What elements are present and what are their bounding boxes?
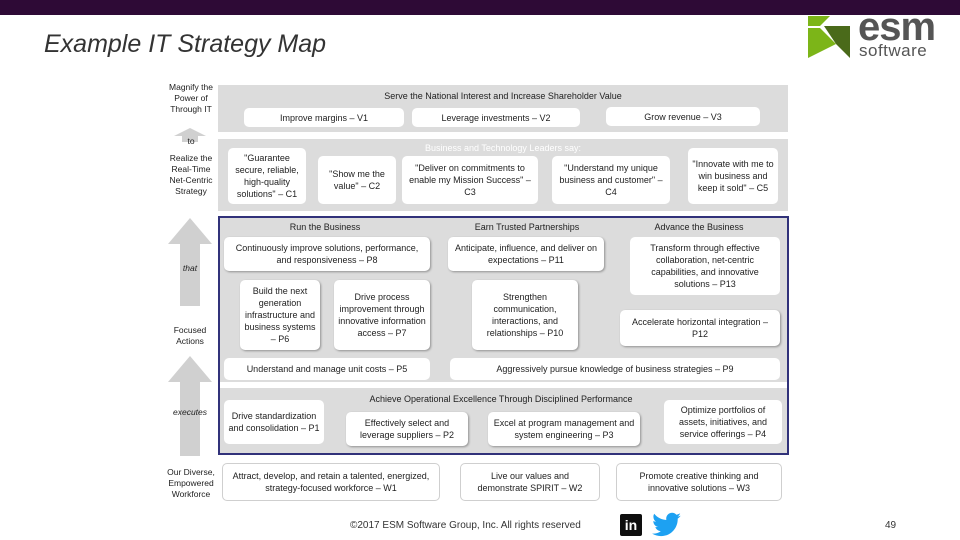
node-c4: "Understand my unique business and custo… (552, 156, 670, 204)
node-p9: Aggressively pursue knowledge of busines… (450, 358, 780, 380)
node-p1: Drive standardization and consolidation … (224, 400, 324, 444)
top-bar (0, 0, 960, 15)
node-p3: Excel at program management and system e… (488, 412, 640, 446)
linkedin-icon[interactable]: in (620, 514, 642, 536)
internal-process-border (218, 216, 789, 455)
node-v3: Grow revenue – V3 (606, 107, 760, 126)
node-p5: Understand and manage unit costs – P5 (224, 358, 430, 380)
logo-subtext: software (859, 41, 928, 60)
slide-title: Example IT Strategy Map (44, 30, 327, 58)
label-workforce: Our Diverse, Empowered Workforce (167, 467, 215, 499)
node-v1: Improve margins – V1 (244, 108, 404, 127)
excellence-header: Achieve Operational Excellence Through D… (369, 394, 633, 404)
customer-header: Business and Technology Leaders say: (425, 143, 581, 153)
column-advance-business: Advance the Business (654, 222, 744, 232)
node-w2: Live our values and demonstrate SPIRIT –… (460, 463, 600, 501)
esm-logo: esm software (806, 5, 958, 60)
node-v2: Leverage investments – V2 (412, 108, 580, 127)
label-that: that (182, 263, 198, 273)
node-c3: "Deliver on commitments to enable my Mis… (402, 156, 538, 204)
node-p10: Strengthen communication, interactions, … (472, 280, 578, 350)
label-executes: executes (172, 407, 208, 417)
node-p12: Accelerate horizontal integration – P12 (620, 310, 780, 346)
node-c5: "Innovate with me to win business and ke… (688, 148, 778, 204)
column-earn-partnerships: Earn Trusted Partnerships (474, 222, 580, 232)
node-c1: "Guarantee secure, reliable, high-qualit… (228, 148, 306, 204)
logo-text: esm (858, 5, 936, 49)
arrow-up-large-icon (168, 356, 212, 456)
label-realize: Realize the Real-Time Net-Centric Strate… (169, 153, 213, 196)
page-number: 49 (885, 520, 897, 531)
column-run-business: Run the Business (289, 222, 361, 232)
node-p4: Optimize portfolios of assets, initiativ… (664, 400, 782, 444)
value-header: Serve the National Interest and Increase… (384, 91, 622, 101)
node-c2: "Show me the value" – C2 (318, 156, 396, 204)
logo-mark-icon (808, 16, 850, 58)
node-p8: Continuously improve solutions, performa… (224, 237, 430, 271)
label-magnify: Magnify the Power of Through IT (169, 82, 213, 114)
node-p11: Anticipate, influence, and deliver on ex… (448, 237, 604, 271)
node-p2: Effectively select and leverage supplier… (346, 412, 468, 446)
arrow-up-large-icon (168, 218, 212, 306)
node-p6: Build the next generation infrastructure… (240, 280, 320, 350)
node-p13: Transform through effective collaboratio… (630, 237, 780, 295)
label-to: to (187, 136, 195, 146)
node-w1: Attract, develop, and retain a talented,… (222, 463, 440, 501)
arrow-up-small-icon (174, 128, 206, 142)
label-focused: Focused Actions (173, 325, 207, 346)
node-p7: Drive process improvement through innova… (334, 280, 430, 350)
copyright-footer: ©2017 ESM Software Group, Inc. All right… (350, 520, 581, 531)
node-w3: Promote creative thinking and innovative… (616, 463, 782, 501)
twitter-icon[interactable] (652, 512, 682, 538)
